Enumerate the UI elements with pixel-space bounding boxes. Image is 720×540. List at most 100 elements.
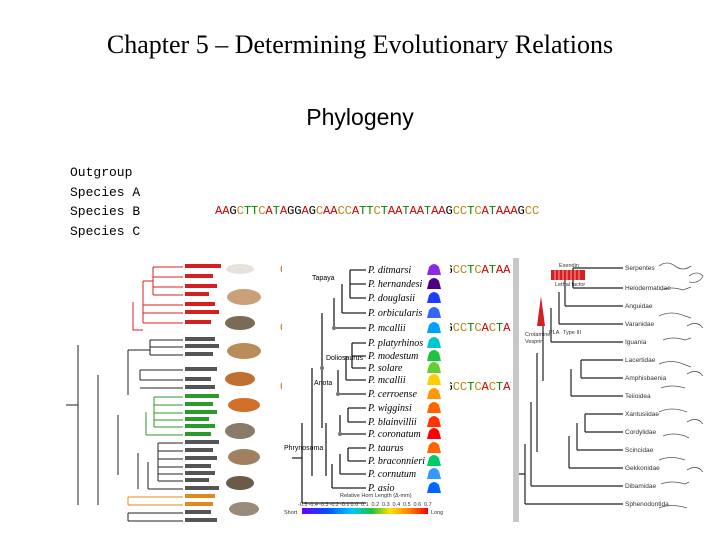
lizard-silhouette bbox=[427, 402, 441, 413]
nucleotide: A bbox=[510, 204, 518, 218]
node-label: Doliosaurus bbox=[326, 355, 363, 362]
nucleotide: C bbox=[531, 204, 540, 218]
squamate-taxon-label: Sphenodontida bbox=[625, 501, 669, 508]
nucleotide: A bbox=[503, 204, 511, 218]
lizard-silhouette bbox=[427, 442, 441, 453]
scale-tick-label: 0.1 bbox=[361, 502, 369, 508]
nucleotide: T bbox=[359, 204, 367, 218]
nucleotide: T bbox=[402, 204, 410, 218]
lizard-silhouette bbox=[427, 322, 441, 333]
nucleotide: A bbox=[323, 204, 331, 218]
scale-high-label: Long bbox=[431, 510, 443, 516]
nucleotide: A bbox=[438, 204, 446, 218]
lizard-taxon-label: P. platyrhinos bbox=[367, 338, 423, 349]
lizard-taxon-label: P. cornutum bbox=[367, 469, 416, 480]
squamate-taxon-label: Amphisbaenia bbox=[625, 375, 667, 382]
canid-silhouettes bbox=[225, 264, 261, 516]
nucleotide: C bbox=[459, 262, 468, 277]
nucleotide: T bbox=[366, 204, 374, 218]
lizard-taxon-label: P. cerroense bbox=[367, 389, 417, 400]
nucleotide: A bbox=[503, 262, 511, 277]
nucleotide: G bbox=[229, 204, 237, 218]
squamate-phylogeny-figure: Exendin Lethal factor Crotamine Vesprin … bbox=[511, 256, 711, 526]
lizard-silhouette bbox=[427, 428, 441, 439]
nucleotide: G bbox=[287, 204, 295, 218]
nucleotide: A bbox=[215, 204, 223, 218]
scale-tick-label: -0.5 bbox=[298, 502, 307, 508]
annotation-label: Crotamine bbox=[525, 332, 550, 338]
nucleotide: T bbox=[423, 204, 432, 218]
nucleotide: C bbox=[452, 321, 460, 335]
nucleotide: A bbox=[301, 204, 309, 218]
nucleotide: A bbox=[481, 204, 489, 218]
lizard-silhouette bbox=[427, 468, 441, 479]
nucleotide: A bbox=[387, 204, 396, 218]
scale-tick-label: 0.3 bbox=[382, 502, 390, 508]
scale-tick-label: -0.1 bbox=[340, 502, 349, 508]
lizard-taxon-label: P. taurus bbox=[367, 443, 403, 454]
nucleotide: G bbox=[308, 204, 316, 218]
lizard-taxon-label: P. mcallii bbox=[367, 375, 406, 386]
nucleotide: C bbox=[258, 204, 266, 218]
node-label: Phrynosoma bbox=[284, 445, 323, 452]
scale-tick-label: 0.7 bbox=[424, 502, 432, 508]
squamate-taxa: SerpentesHelodermatidaeAnguidaeVaranidae… bbox=[625, 265, 671, 508]
nucleotide: C bbox=[373, 204, 381, 218]
lizard-taxon-label: P. douglasii bbox=[367, 293, 415, 304]
canid-phylogeny-figure bbox=[58, 255, 280, 527]
nucleotide: T bbox=[495, 379, 504, 394]
nucleotide: T bbox=[488, 262, 496, 277]
nucleotide: A bbox=[416, 204, 424, 218]
nucleotide: A bbox=[503, 379, 511, 394]
scale-low-label: Short bbox=[284, 510, 298, 516]
nucleotide: C bbox=[488, 321, 496, 335]
annotation-label: Lethal factor bbox=[555, 282, 585, 288]
scale-tick-label: 0.0 bbox=[351, 502, 359, 508]
color-scale-bar bbox=[302, 508, 428, 514]
nucleotide: A bbox=[265, 204, 273, 218]
squamate-taxon-label: Teiioidea bbox=[625, 393, 651, 400]
nucleotide: T bbox=[467, 262, 475, 277]
nucleotide: A bbox=[409, 204, 417, 218]
nucleotide: G bbox=[294, 204, 302, 218]
nucleotide: A bbox=[481, 321, 489, 335]
lizard-silhouette bbox=[427, 362, 441, 373]
scale-tick-label: -0.2 bbox=[330, 502, 339, 508]
scale-tick-label: 0.2 bbox=[372, 502, 380, 508]
nucleotide: T bbox=[272, 204, 280, 218]
nucleotide: C bbox=[474, 321, 482, 335]
lizard-taxon-label: P. ditmarsi bbox=[367, 265, 411, 276]
lizard-taxon-label: P. braconnieri bbox=[367, 456, 425, 467]
scale-tick-label: -0.3 bbox=[319, 502, 328, 508]
nucleotide: A bbox=[495, 262, 504, 277]
nucleotide: A bbox=[495, 204, 504, 218]
nucleotide: C bbox=[452, 379, 460, 394]
slide-subtitle: Phylogeny bbox=[306, 104, 414, 130]
squamate-taxon-label: Lacertidae bbox=[625, 357, 656, 364]
node-label: Anota bbox=[314, 380, 332, 387]
lizard-taxon-label: P. blainvillii bbox=[367, 417, 417, 428]
lizard-silhouette bbox=[427, 482, 441, 493]
scale-tick-label: 0.5 bbox=[403, 502, 411, 508]
reptile-sketches bbox=[658, 262, 704, 509]
venom-annotations: Exendin Lethal factor Crotamine Vesprin … bbox=[525, 263, 585, 345]
nucleotide: A bbox=[351, 204, 360, 218]
nucleotide: T bbox=[467, 321, 475, 335]
nucleotide: T bbox=[467, 204, 475, 218]
squamate-taxon-label: Iguania bbox=[625, 339, 647, 346]
nucleotide: T bbox=[251, 204, 259, 218]
lizard-taxon-label: P. mcallii bbox=[367, 323, 406, 334]
lizard-taxon-label: P. coronatum bbox=[367, 429, 421, 440]
annotation-label: Type III bbox=[563, 330, 582, 336]
nucleotide: A bbox=[395, 204, 403, 218]
horn-length-scale: Relative Horn Length (Δ-mm) Short Long -… bbox=[284, 493, 443, 516]
nucleotide: C bbox=[459, 204, 468, 218]
squamate-taxon-label: Xantusiidae bbox=[625, 411, 659, 418]
nucleotide: C bbox=[459, 379, 468, 394]
scale-tick-label: 0.4 bbox=[393, 502, 401, 508]
nucleotide: T bbox=[488, 204, 496, 218]
lizard-silhouette bbox=[427, 350, 441, 361]
nucleotide: A bbox=[481, 262, 489, 277]
nucleotide: C bbox=[452, 204, 460, 218]
